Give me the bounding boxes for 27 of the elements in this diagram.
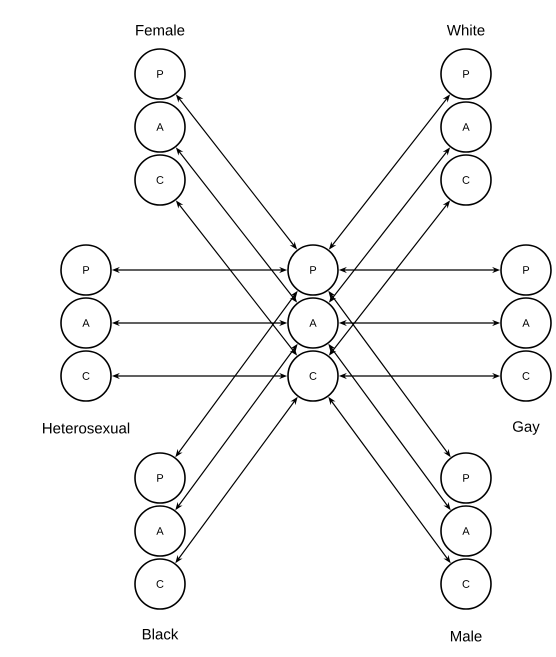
circle-node: A	[134, 101, 186, 153]
circle-node: A	[287, 297, 339, 349]
circle-node: A	[440, 101, 492, 153]
group-label: Gay	[513, 421, 540, 435]
circle-node: A	[440, 505, 492, 557]
circle-node: C	[287, 350, 339, 402]
circle-node: P	[440, 48, 492, 100]
circle-node: A	[500, 297, 552, 349]
circle-node: P	[60, 244, 112, 296]
circle-node: C	[134, 154, 186, 206]
group-label: Male	[450, 630, 482, 642]
circle-node: C	[440, 558, 492, 610]
circle-node: P	[134, 452, 186, 504]
circle-node: P	[500, 244, 552, 296]
circle-node: A	[60, 297, 112, 349]
group-label: Black	[142, 628, 178, 640]
circle-node: P	[440, 452, 492, 504]
circle-node: C	[60, 350, 112, 402]
circle-node: C	[440, 154, 492, 206]
group-label: Female	[136, 24, 184, 36]
circle-node: C	[500, 350, 552, 402]
circle-node: P	[134, 48, 186, 100]
circle-node: P	[287, 244, 339, 296]
circle-node: C	[134, 558, 186, 610]
circle-node: A	[134, 505, 186, 557]
group-label: White	[446, 24, 484, 36]
group-label: Heterosexual	[43, 422, 130, 434]
